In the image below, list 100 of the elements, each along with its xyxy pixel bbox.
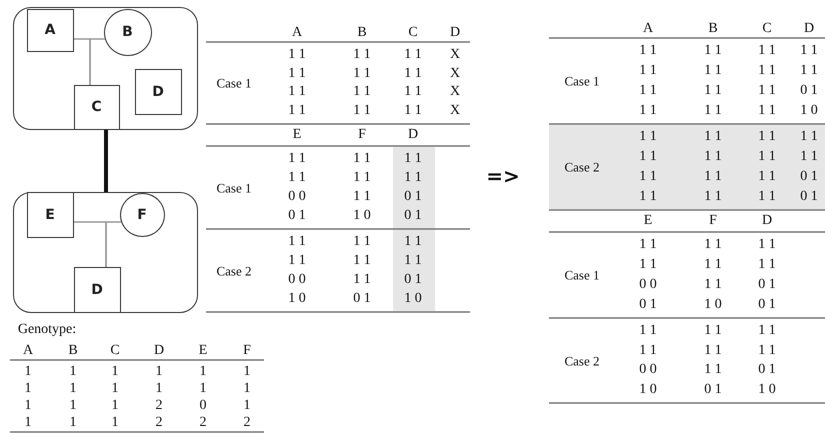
genotype-value: 1 1 [353,48,371,62]
column-header: C [408,26,418,40]
genotype-value: 1 1 [639,170,657,184]
column-header: B [68,344,78,358]
genotype-value: X [450,104,460,118]
male-square: E [26,192,74,238]
genotype-value: 1 1 [353,85,371,100]
genotype-value: 1 [200,382,206,396]
genotype-value: 1 1 [404,254,422,268]
genotype-value: 0 1 [404,190,422,204]
genotype-value: 0 1 [353,292,371,306]
genotype-value: 1 1 [288,171,306,185]
table-title: Genotype: [18,323,76,337]
genotype-value: 1 [70,382,76,396]
column-header: D [762,214,772,228]
family-group-box [13,7,198,130]
genotype-value: 0 1 [800,84,818,98]
genotype-value: 1 1 [288,152,306,166]
case-label: Case 1 [564,74,600,88]
genotype-value: 0 1 [758,363,776,378]
genotype-value: 1 1 [639,190,657,204]
genotype-value: 1 1 [704,190,722,204]
male-square: C [74,84,120,130]
genotype-value: 1 0 [758,383,776,397]
genotype-value: 1 [156,365,162,379]
genotype-value: 1 [24,416,32,430]
genotype-value: 1 [70,399,76,413]
genotype-value: X [450,85,460,100]
genotype-value: 0 1 [404,273,422,287]
genotype-value: 1 1 [288,235,306,249]
genotype-value: 0 1 [800,170,818,184]
genotype-value: 1 0 [704,298,722,312]
genotype-value: 1 1 [704,238,722,252]
column-header: F [243,344,251,358]
column-header: D [154,344,164,358]
genotype-value: 2 [244,416,250,430]
genotype-value: X [450,66,460,81]
genotype-value: 1 1 [758,324,776,338]
column-header: E [198,344,208,358]
genotype-value: 1 1 [800,130,818,144]
genotype-value: 1 1 [758,150,776,164]
genotype-value: 1 [244,382,250,396]
genotype-value: 1 1 [758,44,776,58]
genotype-value: 1 [244,399,250,413]
genotype-value: 1 1 [758,104,776,118]
genotype-value: 0 1 [288,209,306,223]
genotype-value: 0 1 [704,383,722,397]
case-label: Case 2 [564,160,600,174]
male-square: D [74,266,120,312]
column-header: C [110,344,120,358]
genotype-value: 1 1 [704,170,722,184]
genotype-value: 1 1 [758,258,776,272]
genotype-value: 1 1 [639,150,657,164]
genotype-value: 1 0 [353,209,371,223]
genotype-value: 1 1 [404,66,422,81]
column-header: D [450,26,460,40]
genotype-value: 1 1 [288,85,306,100]
pedigree-line [104,130,108,192]
genotype-value: 1 1 [404,152,422,166]
genotype-value: 1 1 [639,84,657,98]
genotype-value: 1 0 [404,292,422,306]
genotype-value: 1 1 [404,235,422,249]
genotype-value: 1 1 [404,104,422,118]
genotype-value: 1 [156,382,162,396]
genotype-value: 1 1 [639,344,657,358]
column-header: A [22,344,34,358]
genotype-value: 0 0 [288,273,306,287]
column-header: F [709,214,717,228]
column-header: C [762,22,772,36]
genotype-value: 0 [200,399,206,413]
genotype-value: 1 1 [704,258,722,272]
genotype-value: 1 1 [704,130,722,144]
genotype-value: 1 [70,416,76,430]
genotype-value: 1 1 [639,238,657,252]
column-header: A [642,22,654,36]
genotype-value: 1 1 [758,238,776,252]
genotype-value: 1 1 [704,363,722,378]
genotype-value: 2 [156,416,162,430]
column-header: B [708,22,718,36]
genotype-value: 1 1 [758,130,776,144]
family-group-box [13,192,198,313]
genotype-value: 1 [112,416,118,430]
genotype-value: 1 1 [704,44,722,58]
genotype-value: 1 1 [704,344,722,358]
genotype-value: 1 1 [800,44,818,58]
genotype-value: 1 1 [639,104,657,118]
genotype-value: 1 1 [758,84,776,98]
genotype-value: 1 1 [639,64,657,78]
pedigree-line [89,38,105,85]
genotype-value: 2 [156,399,162,413]
genotype-value: 1 1 [704,278,722,292]
column-header: A [292,26,302,40]
genotype-value: 1 1 [639,258,657,272]
genotype-value: 1 1 [704,150,722,164]
case-label: Case 1 [216,181,252,194]
genotype-value: 0 1 [404,209,422,223]
genotype-value: 1 [112,365,118,379]
genotype-value: 1 1 [758,190,776,204]
genotype-value: 1 1 [288,104,306,118]
genotype-value: 0 0 [288,190,306,204]
